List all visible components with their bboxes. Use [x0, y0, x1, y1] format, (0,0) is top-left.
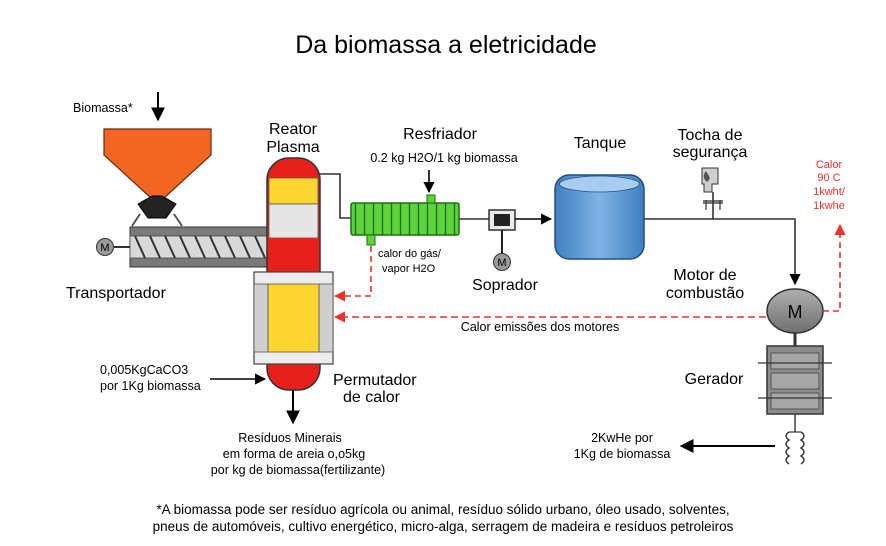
residuos-label-2: em forma de areia o,o5kg: [223, 447, 365, 461]
conveyor-motor-icon: [96, 238, 114, 256]
transportador-label: Transportador: [66, 285, 167, 302]
calor-gas-label-1: calor do gás/: [378, 248, 442, 260]
caco3-label-2: por 1Kg biomassa: [100, 379, 201, 393]
calor-gas-label-2: vapor H2O: [382, 263, 436, 275]
transformer-icon: [785, 414, 805, 465]
soprador-label: Soprador: [472, 277, 538, 294]
resfriador-ratio-label: 0.2 kg H2O/1 kg biomassa: [370, 151, 517, 165]
gerador-label: Gerador: [685, 371, 744, 388]
torch-icon: [701, 167, 719, 193]
calor-out-label-2: 90 C: [817, 172, 840, 184]
motor-label-1: Motor de: [673, 267, 736, 284]
motor-symbol: M: [788, 302, 803, 322]
tank-to-motor-line: [644, 218, 801, 286]
heat-output-line: [823, 223, 846, 312]
permutador-label-2: de calor: [343, 389, 401, 406]
tanque-label: Tanque: [574, 135, 627, 152]
footnote-line-1: *A biomassa pode ser resíduo agrícola ou…: [156, 502, 729, 517]
page-title: Da biomassa a eletricidade: [295, 31, 597, 59]
reator-label-2: Plasma: [266, 139, 319, 156]
calor-out-label-1: Calor: [816, 159, 843, 171]
resfriador-label: Resfriador: [403, 126, 477, 143]
permutador-label-1: Permutador: [333, 372, 417, 389]
biomassa-label: Biomassa*: [73, 101, 133, 115]
cooler: [350, 202, 460, 236]
footnote-line-2: pneus de automóveis, cultivo energético,…: [153, 519, 734, 534]
conveyor-motor-symbol: M: [100, 242, 109, 254]
calor-out-label-3: 1kwht/: [813, 186, 846, 198]
gas-line: [320, 173, 351, 219]
gas-tank: [554, 174, 645, 260]
tocha-label-2: segurança: [673, 144, 748, 161]
reator-label-1: Reator: [269, 121, 318, 138]
calor-emissoes-label: Calor emissões dos motores: [461, 320, 619, 334]
residuos-label-1: Resíduos Minerais: [238, 431, 342, 445]
tocha-label-1: Tocha de: [678, 127, 743, 144]
calor-out-label-4: 1kwhe: [813, 200, 845, 212]
kwhe-label-2: 1Kg de biomassa: [574, 447, 671, 461]
cooler-heat-line: [333, 246, 372, 302]
blower-motor-icon: [493, 253, 511, 271]
caco3-label-1: 0,005KgCaCO3: [100, 363, 188, 377]
hopper-valve: [137, 195, 177, 219]
kwhe-label-1: 2KwHe por: [591, 431, 653, 445]
residuos-label-3: por kg de biomassa(fertilizante): [211, 463, 385, 477]
motor-label-2: combustão: [666, 285, 744, 302]
hopper: [103, 128, 212, 199]
blower-motor-symbol: M: [497, 257, 506, 269]
